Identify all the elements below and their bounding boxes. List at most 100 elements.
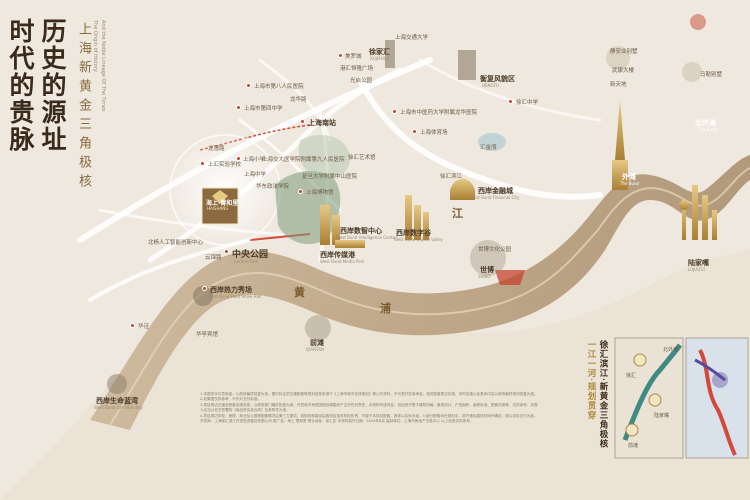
label-hengfu-en: HENGFU <box>482 83 499 88</box>
label-lujiazui-en: LUJIAZUI <box>688 267 705 272</box>
label-waitan: 外滩 <box>622 173 636 181</box>
label-heat-show-en: West Bund Heat Show Hall <box>208 294 262 299</box>
huangpu-river <box>90 155 750 430</box>
label-hospital-6: 复旦大学附属中山医院 <box>302 174 358 180</box>
label-shanghai-south: 上海南站 <box>308 119 336 127</box>
label-kongjiang: 龙漕路 <box>208 146 225 152</box>
inset-title-col1: 徐汇滨江·新黄金三角极核 <box>598 340 608 449</box>
label-qiantan: 前滩 <box>310 339 324 347</box>
label-people-hospital: 上海市第八人民医院 <box>254 84 304 90</box>
label-road-yuntai: 云锦路 <box>205 255 222 261</box>
marker-shanghai-south[interactable] <box>300 119 305 124</box>
label-heat-show: 西岸热力秀场 <box>210 286 252 294</box>
label-project-en: HAISHANG <box>207 206 229 211</box>
label-xian-digital-en: West Bund Intelligence Center <box>336 235 397 240</box>
label-school-m: 华东政法学院 <box>256 184 290 190</box>
label-life-bay-en: West Bund Life Blue Bay <box>94 405 143 410</box>
marker-primary[interactable] <box>236 156 241 161</box>
label-huiyu: 汇金湾 <box>480 145 497 151</box>
disclaimer-notes: 1.本图仅作示意用途，以政府最终批复为准。图中标注的交通配套等规划信息来源于《上… <box>200 392 540 424</box>
label-expo-museum: 世博文化公园 <box>478 247 512 253</box>
label-media-port: 西岸传媒港 <box>320 251 355 259</box>
landmark-circles <box>606 14 706 82</box>
label-expo-en: SHIBO <box>478 274 491 279</box>
label-grand-gateway: 港汇恒隆广场 <box>340 66 374 72</box>
marker-huangpu-zhongxue[interactable] <box>508 99 513 104</box>
label-road-longhua: 龙华路 <box>290 97 307 103</box>
river-char-3: 江 <box>452 207 463 220</box>
label-longhua-middle: 上海中学 <box>244 172 267 178</box>
main-title-col2: 时代的贵脉 <box>6 18 35 153</box>
label-life-bay: 西岸生命蓝湾 <box>96 397 138 405</box>
marker-central-park[interactable] <box>224 249 229 254</box>
marker-metro-city[interactable] <box>338 53 343 58</box>
label-shanghai-west: 北杨人工智能创新中心 <box>148 240 204 246</box>
label-qiantan-en: QIANTAN <box>306 347 324 352</box>
marker-kindergarten[interactable] <box>200 161 205 166</box>
main-title-col1: 历史的源址 <box>38 18 67 153</box>
marker-heat-show[interactable] <box>202 286 207 291</box>
label-xujiahui: 徐家汇 <box>369 48 390 56</box>
label-hengfu: 衡复风貌区 <box>480 75 515 83</box>
label-stadium: 上海体育场 <box>420 130 448 136</box>
label-kindergarten: 上汇实验学校 <box>208 162 242 168</box>
label-xian-digital: 西岸数智中心 <box>340 227 382 235</box>
label-wukang: 武康大楼 <box>612 68 635 74</box>
label-metro-city: 美罗城 <box>345 54 362 60</box>
label-museum: 上海博物馆 <box>306 190 334 196</box>
label-huangpu-zhongxue: 徐汇中学 <box>516 100 539 106</box>
river-char-1: 黄 <box>294 286 305 299</box>
subtitle: 上海新黄金三角极核 <box>76 22 91 193</box>
label-digital-valley-en: West Bund Digital Valley <box>394 237 443 242</box>
english-title-col2: And the Noble Lineage Of The Times <box>100 20 106 112</box>
landmark-buildings <box>107 40 717 394</box>
label-media-port-en: West Bund Media Port <box>320 259 364 264</box>
note-4: 开发商：上海徐汇滨江开发投资建设有限公司 推广名：海上·菁和里 物业地址：徐汇区… <box>200 419 474 424</box>
green-patch <box>298 135 351 179</box>
label-waitan-en: The Bund <box>620 181 640 186</box>
marker-school-4[interactable] <box>236 105 241 110</box>
label-school-4: 上海市第四中学 <box>244 106 283 112</box>
label-xujiahui-en: XUJIAHUI <box>370 56 388 61</box>
label-xian-financial: 西岸金融城 <box>478 187 513 195</box>
label-digital-valley: 西岸数字谷 <box>396 229 431 237</box>
marker-zhongshan[interactable] <box>392 109 397 114</box>
label-hongqiao-house: 马勒别墅 <box>700 72 723 78</box>
label-sjtu: 上海交通大学 <box>395 35 429 41</box>
project-marker[interactable] <box>201 187 239 225</box>
label-gaoyang: 徐汇滨江 <box>440 174 463 180</box>
label-bund-north-en: The Bund <box>698 127 718 132</box>
river-highlight <box>109 167 750 426</box>
note-1: 1.本图仅作示意用途，以政府最终批复为准。图中标注的交通配套等规划信息来源于《上… <box>200 392 538 402</box>
label-guangqi: 光启公园 <box>350 78 373 84</box>
marker-hui-point[interactable] <box>130 323 135 328</box>
label-project-name[interactable]: 海上·菁和里 <box>206 200 239 207</box>
inset-map-left[interactable] <box>614 337 684 459</box>
river-char-2: 浦 <box>380 302 391 315</box>
inset-label-bund: 北外滩 <box>663 347 679 353</box>
inset-label-xh: 徐汇 <box>626 373 637 379</box>
inset-label-qt: 前滩 <box>628 443 639 449</box>
note-3: 4.项目周边学校、医院、商业及公园等配套情况由第三方提供，其规划和建设由政府及相… <box>200 413 538 418</box>
label-jinchuang: 上海交大医学院附属第九人民医院 <box>262 157 345 163</box>
label-primary: 上海小学 <box>243 157 266 163</box>
label-hui-point: 华泾 <box>138 324 150 330</box>
label-jingan: 静安业别墅 <box>610 49 638 55</box>
label-huaihai: 新天地 <box>610 82 627 88</box>
inset-map-right[interactable] <box>685 337 749 459</box>
label-xian-financial-en: West Bund Financial City <box>470 195 520 200</box>
marker-museum[interactable] <box>298 189 303 194</box>
label-art-center: 徐汇艺术馆 <box>348 155 376 161</box>
marker-people-hospital[interactable] <box>246 83 251 88</box>
label-lujiazui: 陆家嘴 <box>688 259 709 267</box>
label-central-park-en: Central Park <box>234 259 259 264</box>
label-zhongshan-hospital: 上海市中医药大学附属龙华医院 <box>400 110 478 116</box>
label-bund-north: 北外滩 <box>695 119 716 127</box>
note-2: 3.项目周边交通及配套设施信息，以政府部门最终批复为准，开发商不承担因规划调整而… <box>200 402 538 413</box>
label-songhui: 华亭宾馆 <box>196 332 219 338</box>
label-expo: 世博 <box>480 266 494 274</box>
marker-stadium[interactable] <box>412 129 417 134</box>
inset-title-col2: 一江一河·规划贯穿 <box>586 340 596 420</box>
label-central-park: 中央公园 <box>232 250 269 260</box>
